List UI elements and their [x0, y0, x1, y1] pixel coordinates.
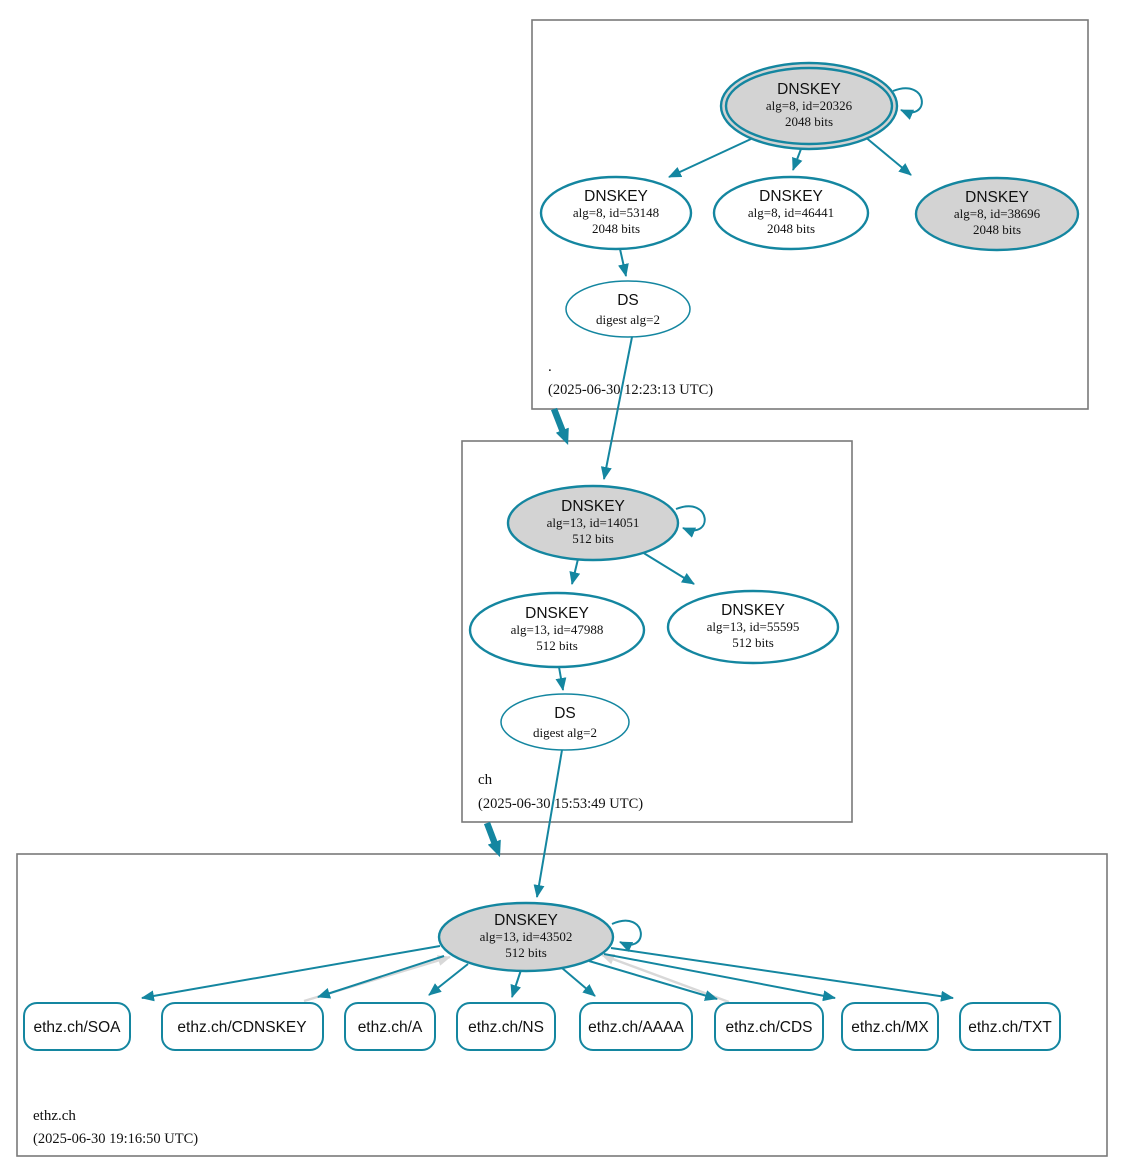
node-title: DNSKEY: [584, 188, 648, 205]
edge-ch-ksk-to-zsk55595: [641, 551, 695, 585]
node-title: DNSKEY: [561, 498, 625, 515]
edge-ch-ksk-selfsign: [675, 505, 706, 538]
edge-root-zsk-to-ds: [618, 248, 629, 277]
edge-dnskey-to-cdnskey: [317, 955, 445, 999]
node-root-ksk-20326[interactable]: DNSKEY alg=8, id=20326 2048 bits: [719, 61, 899, 151]
edge-dnskey-to-soa: [141, 945, 441, 1002]
node-title: DNSKEY: [965, 189, 1029, 206]
node-title: DNSKEY: [777, 81, 841, 98]
node-title: DNSKEY: [525, 605, 589, 622]
edge-dnskey-to-a: [428, 963, 469, 996]
zone-box-ch: [461, 440, 853, 823]
node-bits: 512 bits: [505, 945, 547, 960]
edge-root-ksk-to-ksk38696: [863, 135, 912, 176]
rrset-txt[interactable]: ethz.ch/TXT: [959, 1002, 1061, 1051]
node-root-ksk-38696[interactable]: DNSKEY alg=8, id=38696 2048 bits: [914, 176, 1080, 252]
node-root-ds[interactable]: DS digest alg=2: [565, 280, 691, 338]
node-bits: 512 bits: [536, 638, 578, 653]
edge-delegation-root-to-ch: [550, 407, 569, 446]
node-detail: alg=8, id=38696: [954, 206, 1041, 221]
zone-box-ethz-ch: [16, 853, 1108, 1157]
node-root-zsk-46441[interactable]: DNSKEY alg=8, id=46441 2048 bits: [712, 175, 870, 251]
node-title: DNSKEY: [759, 188, 823, 205]
edge-dnskey-to-aaaa: [561, 967, 596, 997]
rrset-mx[interactable]: ethz.ch/MX: [841, 1002, 939, 1051]
node-title: DNSKEY: [721, 602, 785, 619]
edge-dnskey-to-cds: [588, 960, 718, 1001]
node-detail: digest alg=2: [533, 725, 597, 740]
node-title: DS: [617, 292, 639, 309]
rrset-label: ethz.ch/NS: [468, 1019, 544, 1036]
node-ch-zsk-55595[interactable]: DNSKEY alg=13, id=55595 512 bits: [666, 589, 840, 665]
edge-ethz-ksk-selfsign: [611, 919, 642, 953]
rrset-label: ethz.ch/AAAA: [588, 1019, 684, 1036]
edge-ch-ds-to-ethz-ksk: [533, 749, 563, 898]
edge-root-ksk-to-zsk46441: [792, 148, 803, 171]
node-detail: alg=13, id=14051: [547, 515, 640, 530]
node-detail: alg=13, id=55595: [707, 619, 800, 634]
zone-label-root: .: [548, 359, 552, 375]
node-ch-zsk-47988[interactable]: DNSKEY alg=13, id=47988 512 bits: [468, 591, 646, 669]
node-bits: 2048 bits: [767, 221, 815, 236]
zone-label-ch: ch: [478, 772, 493, 788]
node-ch-ds[interactable]: DS digest alg=2: [500, 693, 630, 751]
node-bits: 512 bits: [572, 531, 614, 546]
rrset-cdnskey[interactable]: ethz.ch/CDNSKEY: [161, 1002, 324, 1051]
rrset-label: ethz.ch/TXT: [968, 1019, 1052, 1036]
node-bits: 512 bits: [732, 635, 774, 650]
edge-delegation-ch-to-ethz: [483, 821, 501, 858]
rrset-a[interactable]: ethz.ch/A: [344, 1002, 436, 1051]
rrset-label: ethz.ch/CDNSKEY: [177, 1019, 306, 1036]
zone-timestamp-root: (2025-06-30 12:23:13 UTC): [548, 382, 713, 398]
rrset-label: ethz.ch/A: [358, 1019, 423, 1036]
edge-dnskey-to-mx: [603, 953, 836, 1002]
zone-timestamp-ethz-ch: (2025-06-30 19:16:50 UTC): [33, 1131, 198, 1147]
node-title: DNSKEY: [494, 912, 558, 929]
node-ch-ksk-14051[interactable]: DNSKEY alg=13, id=14051 512 bits: [506, 484, 680, 562]
node-root-zsk-53148[interactable]: DNSKEY alg=8, id=53148 2048 bits: [539, 175, 693, 251]
rrset-label: ethz.ch/CDS: [725, 1019, 812, 1036]
rrset-label: ethz.ch/SOA: [33, 1019, 121, 1036]
rrset-soa[interactable]: ethz.ch/SOA: [23, 1002, 131, 1051]
node-detail: alg=8, id=46441: [748, 205, 834, 220]
edge-ch-ksk-to-zsk47988: [569, 558, 581, 585]
edge-dnskey-to-ns: [510, 969, 522, 998]
edge-root-ksk-to-zsk53148: [668, 138, 752, 178]
node-title: DS: [554, 705, 576, 722]
node-bits: 2048 bits: [592, 221, 640, 236]
node-detail: alg=8, id=20326: [766, 98, 853, 113]
node-ethz-ksk-43502[interactable]: DNSKEY alg=13, id=43502 512 bits: [437, 901, 615, 973]
rrset-aaaa[interactable]: ethz.ch/AAAA: [579, 1002, 693, 1051]
node-detail: alg=13, id=43502: [480, 929, 573, 944]
node-detail: alg=8, id=53148: [573, 205, 659, 220]
edge-dnskey-to-txt: [610, 947, 954, 1002]
node-bits: 2048 bits: [973, 222, 1021, 237]
zone-label-ethz-ch: ethz.ch: [33, 1108, 76, 1124]
edge-root-ds-to-ch-ksk: [600, 336, 633, 480]
edge-ch-zsk-to-ds: [555, 666, 567, 691]
rrset-ns[interactable]: ethz.ch/NS: [456, 1002, 556, 1051]
zone-box-root: [531, 19, 1089, 410]
edge-root-ksk-selfsign: [892, 87, 923, 120]
node-detail: digest alg=2: [596, 312, 660, 327]
node-bits: 2048 bits: [785, 114, 833, 129]
zone-timestamp-ch: (2025-06-30 15:53:49 UTC): [478, 796, 643, 812]
rrset-label: ethz.ch/MX: [851, 1019, 929, 1036]
node-detail: alg=13, id=47988: [511, 622, 604, 637]
rrset-cds[interactable]: ethz.ch/CDS: [714, 1002, 824, 1051]
